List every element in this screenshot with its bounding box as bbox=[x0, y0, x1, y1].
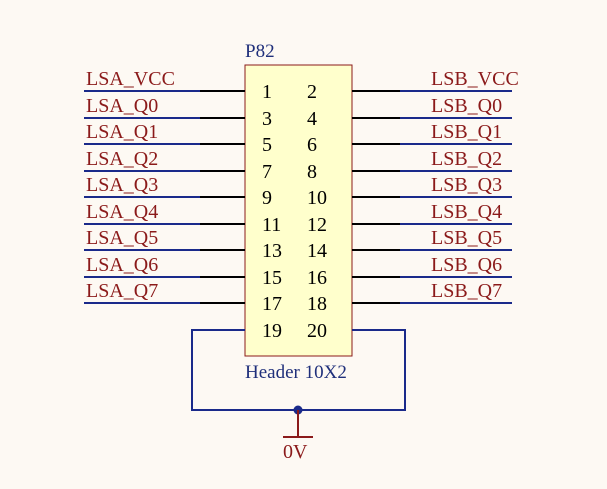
pin-number-6: 6 bbox=[307, 134, 317, 156]
pin-number-15: 15 bbox=[262, 267, 282, 289]
pin-number-17: 17 bbox=[262, 293, 282, 315]
pin-number-11: 11 bbox=[262, 214, 281, 236]
pin-number-8: 8 bbox=[307, 161, 317, 183]
pin-number-1: 1 bbox=[262, 81, 272, 103]
net-label-lsb_vcc: LSB_VCC bbox=[431, 68, 519, 90]
pin-number-19: 19 bbox=[262, 320, 282, 342]
net-label-lsa_q0: LSA_Q0 bbox=[86, 95, 158, 117]
net-label-lsb_q5: LSB_Q5 bbox=[431, 227, 502, 249]
ground-label: 0V bbox=[283, 441, 308, 463]
net-label-lsa_q3: LSA_Q3 bbox=[86, 174, 158, 196]
net-label-lsa_q7: LSA_Q7 bbox=[86, 280, 158, 302]
component-comment: Header 10X2 bbox=[245, 362, 347, 383]
net-label-lsb_q2: LSB_Q2 bbox=[431, 148, 502, 170]
pin-number-16: 16 bbox=[307, 267, 327, 289]
pin-number-10: 10 bbox=[307, 187, 327, 209]
net-wires bbox=[84, 90, 512, 304]
net-label-lsa_vcc: LSA_VCC bbox=[86, 68, 175, 90]
component-designator: P82 bbox=[245, 41, 275, 62]
net-label-lsb_q0: LSB_Q0 bbox=[431, 95, 502, 117]
net-label-lsb_q6: LSB_Q6 bbox=[431, 254, 502, 276]
net-label-lsa_q5: LSA_Q5 bbox=[86, 227, 158, 249]
net-labels: LSA_VCC LSA_Q0LSA_Q1LSA_Q2LSA_Q3LSA_Q4LSA… bbox=[86, 68, 519, 302]
pin-number-4: 4 bbox=[307, 108, 317, 130]
pin-number-9: 9 bbox=[262, 187, 272, 209]
pin-number-12: 12 bbox=[307, 214, 327, 236]
pin-number-20: 20 bbox=[307, 320, 327, 342]
pin-number-5: 5 bbox=[262, 134, 272, 156]
net-label-lsb_q1: LSB_Q1 bbox=[431, 121, 502, 143]
pin-number-7: 7 bbox=[262, 161, 272, 183]
net-label-lsa_q2: LSA_Q2 bbox=[86, 148, 158, 170]
net-label-lsb_q4: LSB_Q4 bbox=[431, 201, 502, 223]
net-label-lsa_q4: LSA_Q4 bbox=[86, 201, 158, 223]
connector-body[interactable] bbox=[244, 64, 353, 357]
net-label-lsb_q3: LSB_Q3 bbox=[431, 174, 502, 196]
net-label-lsa_q1: LSA_Q1 bbox=[86, 121, 158, 143]
pin-number-2: 2 bbox=[307, 81, 317, 103]
net-label-lsb_q7: LSB_Q7 bbox=[431, 280, 502, 302]
net-label-lsa_q6: LSA_Q6 bbox=[86, 254, 158, 276]
pin-number-3: 3 bbox=[262, 108, 272, 130]
pin-number-14: 14 bbox=[307, 240, 327, 262]
pin-number-18: 18 bbox=[307, 293, 327, 315]
pin-number-13: 13 bbox=[262, 240, 282, 262]
